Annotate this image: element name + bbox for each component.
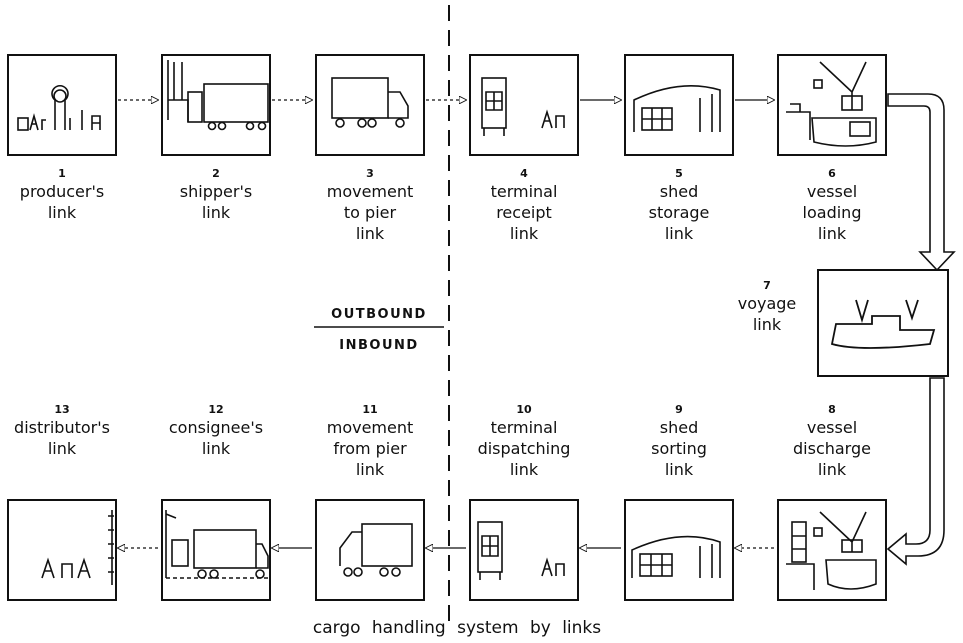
link-label-8-line-2: discharge [793,439,871,458]
link-label-7-line-1: voyage [738,294,797,313]
link-number-2: 2 [212,167,220,180]
to-voyage-arrow [888,94,954,270]
link-labels: 1 producer's link 2 shipper's link 3 movement to… [14,167,871,479]
link-number-13: 13 [54,403,69,416]
link-label-11-line-2: from pier [333,439,407,458]
link-box-8 [778,500,886,600]
link-box-6 [778,55,886,155]
link-label-7-line-2: link [753,315,782,334]
link-number-3: 3 [366,167,374,180]
link-number-9: 9 [675,403,683,416]
link-label-5-line-1: shed [660,182,698,201]
link-label-5-line-3: link [665,224,694,243]
link-label-5-line-2: storage [649,203,710,222]
link-label-10-line-3: link [510,460,539,479]
link-number-6: 6 [828,167,836,180]
link-label-1-line-2: link [48,203,77,222]
inbound-label: INBOUND [339,338,418,353]
link-number-1: 1 [58,167,66,180]
link-number-10: 10 [516,403,532,416]
link-box-9 [625,500,733,600]
link-label-6-line-2: loading [803,203,862,222]
link-label-13-line-2: link [48,439,77,458]
link-number-4: 4 [520,167,528,180]
from-voyage-arrow [888,378,944,564]
link-label-2-line-1: shipper's [180,182,252,201]
link-label-6-line-3: link [818,224,847,243]
link-label-4-line-1: terminal [491,182,558,201]
link-box-5 [625,55,733,155]
link-box-13 [8,500,116,600]
link-label-4-line-2: receipt [496,203,552,222]
link-box-11 [316,500,424,600]
link-number-8: 8 [828,403,836,416]
link-label-13-line-1: distributor's [14,418,110,437]
link-label-11-line-1: movement [327,418,414,437]
link-box-12 [162,500,270,600]
link-label-9-line-3: link [665,460,694,479]
link-box-2 [162,55,270,155]
link-label-12-line-1: consignee's [169,418,263,437]
link-box-4 [470,55,578,155]
link-number-7: 7 [763,279,771,292]
link-label-8-line-1: vessel [807,418,857,437]
link-label-10-line-1: terminal [491,418,558,437]
link-label-3-line-2: to pier [344,203,397,222]
link-label-3-line-1: movement [327,182,414,201]
outbound-label: OUTBOUND [331,307,427,322]
link-number-12: 12 [208,403,223,416]
link-label-11-line-3: link [356,460,385,479]
link-label-3-line-3: link [356,224,385,243]
link-number-5: 5 [675,167,683,180]
link-label-12-line-2: link [202,439,231,458]
link-label-9-line-2: sorting [651,439,707,458]
link-box-7 [818,270,948,376]
link-box-10 [470,500,578,600]
link-number-11: 11 [362,403,377,416]
link-label-6-line-1: vessel [807,182,857,201]
link-label-9-line-1: shed [660,418,698,437]
link-label-4-line-3: link [510,224,539,243]
link-label-1-line-1: producer's [20,182,104,201]
link-box-3 [316,55,424,155]
link-label-2-line-2: link [202,203,231,222]
diagram-caption: cargo handling system by links [313,618,601,638]
link-label-8-line-3: link [818,460,847,479]
link-box-1 [8,55,116,155]
link-label-10-line-2: dispatching [478,439,571,458]
